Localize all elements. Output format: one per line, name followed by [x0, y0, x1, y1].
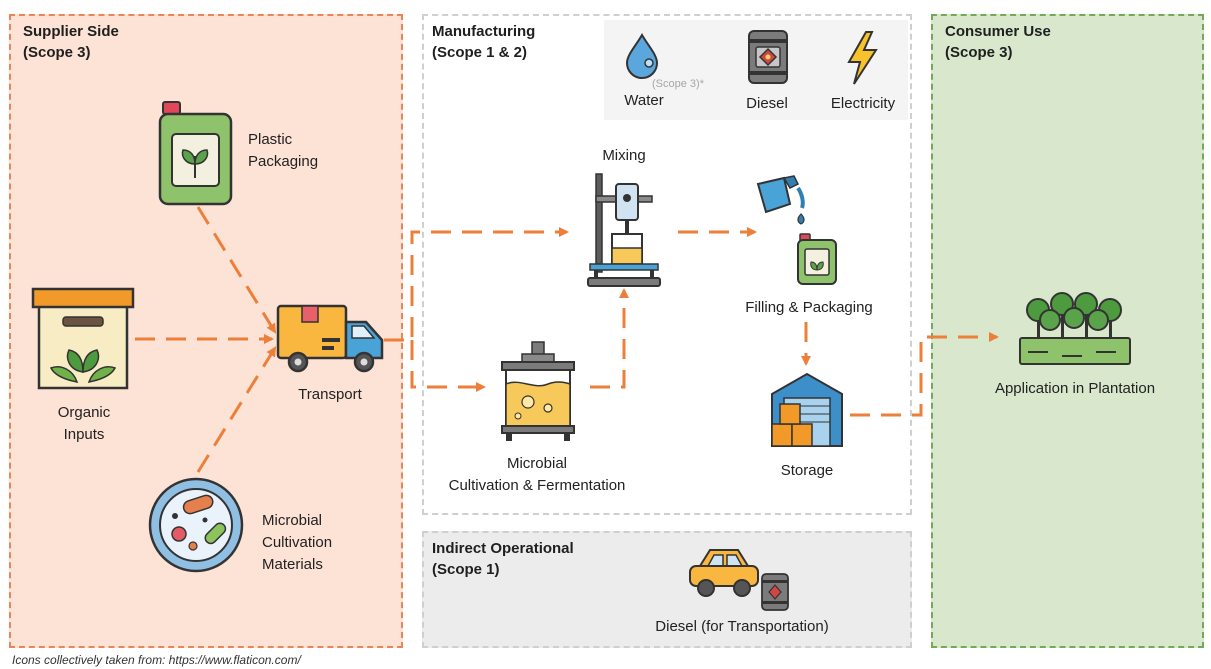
- plantation-trees-icon: [1019, 292, 1131, 365]
- diesel-barrel-icon: [761, 573, 789, 611]
- fermentation-tank-icon: [501, 341, 575, 441]
- plantation-label: Application in Plantation: [994, 380, 1156, 397]
- diesel-label: Diesel: [746, 95, 788, 112]
- diesel-barrel-icon: [748, 30, 788, 84]
- organic-inputs-label: Organic Inputs: [57, 404, 111, 443]
- indirect-operational-region: Indirect Operational (Scope 1): [422, 531, 912, 648]
- water-scope-note: (Scope 3)*: [652, 78, 704, 90]
- microbial-materials-icon: [148, 477, 244, 573]
- supplier-side-title: Supplier Side (Scope 3): [23, 23, 119, 61]
- indirect-operational-title: Indirect Operational (Scope 1): [432, 540, 574, 578]
- mixing-label: Mixing: [602, 147, 646, 164]
- water-drop-icon: [625, 33, 659, 79]
- arrow-transport-to-fermentation: [410, 340, 486, 392]
- electricity-bolt-icon: [847, 31, 878, 85]
- plastic-packaging-label: Plastic Packaging: [248, 131, 319, 170]
- car-icon: [689, 549, 759, 597]
- storage-label: Storage: [780, 462, 834, 479]
- plastic-packaging-icon: [158, 101, 233, 206]
- consumer-use-region: Consumer Use (Scope 3): [931, 14, 1204, 648]
- filled-container-icon: [797, 233, 837, 285]
- electricity-label: Electricity: [830, 95, 896, 112]
- transport-truck-icon: [276, 304, 384, 373]
- arrow-packaging-to-transport: [196, 206, 277, 334]
- icon-credit-footer: Icons collectively taken from: https://w…: [12, 653, 301, 667]
- arrow-microbial-to-transport: [196, 346, 277, 473]
- diesel-transportation-label: Diesel (for Transportation): [655, 618, 829, 635]
- microbial-fermentation-label: Microbial Cultivation & Fermentation: [448, 455, 626, 494]
- water-label: Water: [624, 92, 664, 109]
- storage-warehouse-icon: [771, 372, 843, 447]
- arrow-fermentation-to-mixing: [590, 288, 629, 389]
- filling-packaging-label: Filling & Packaging: [745, 299, 873, 316]
- arrow-storage-to-plantation: [850, 332, 999, 417]
- transport-label: Transport: [298, 386, 362, 403]
- pouring-jug-icon: [756, 175, 805, 225]
- arrow-transport-to-mixing: [384, 227, 569, 342]
- microbial-materials-label: Microbial Cultivation Materials: [262, 512, 333, 573]
- organic-inputs-icon: [31, 287, 135, 390]
- consumer-use-title: Consumer Use (Scope 3): [945, 23, 1051, 61]
- mixing-equipment-icon: [587, 173, 661, 287]
- manufacturing-title: Manufacturing (Scope 1 & 2): [432, 23, 536, 61]
